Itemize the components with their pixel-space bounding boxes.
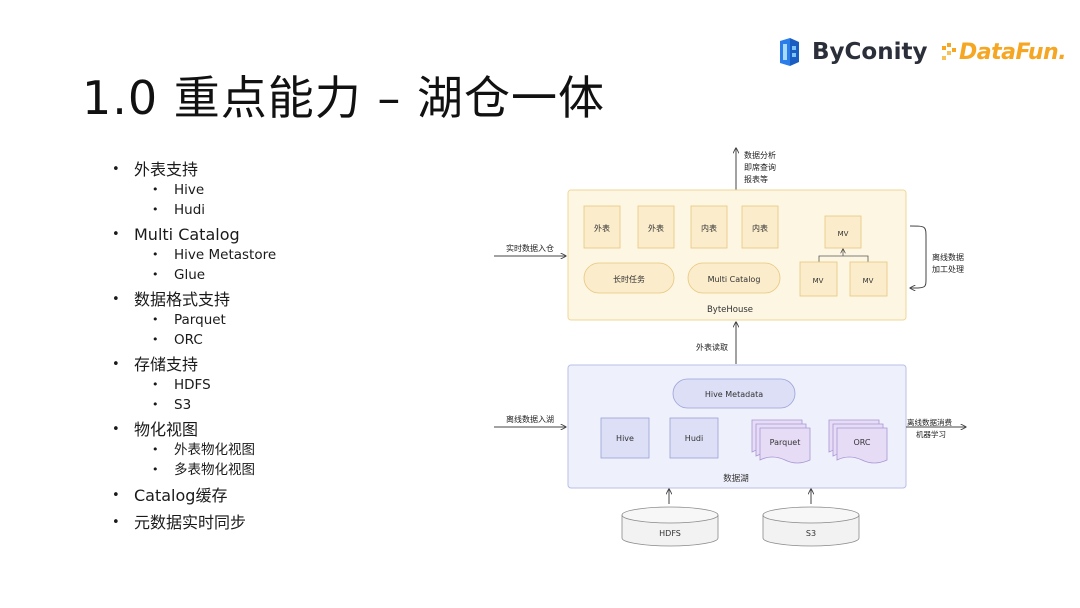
slide-title: 1.0 重点能力 – 湖仓一体 (82, 71, 606, 125)
bytehouse-table-box (690, 205, 728, 249)
bytehouse-table-label: 内表 (752, 223, 768, 233)
offline-consume-label-1: 离线数据消费 (907, 417, 952, 427)
hdfs-database-icon (621, 506, 719, 547)
bullet-item: 元数据实时同步 (112, 513, 276, 533)
sub-bullet-item: HDFS (112, 375, 276, 395)
offline-process-arrow (910, 225, 927, 288)
output-label-2: 即席查询 (744, 162, 776, 172)
bytehouse-pill-label: 长时任务 (613, 274, 645, 284)
offline-in-label: 离线数据入湖 (506, 414, 554, 424)
byconity-logo-icon (780, 38, 799, 66)
architecture-diagram-svg: 数据分析 即席查询 报表等 外表 外表 内表 内表 长时任务 Multi Cat… (494, 138, 976, 547)
hdfs-label: HDFS (659, 529, 681, 538)
read-label: 外表读取 (696, 342, 728, 352)
bullet-group: 数据格式支持 Parquet ORC (112, 290, 276, 350)
bullet-group: 存储支持 HDFS S3 (112, 355, 276, 415)
byconity-logo-text: ByConity (812, 39, 928, 65)
sub-bullet-item: 外表物化视图 (112, 440, 276, 460)
mv-box (799, 261, 838, 297)
bullet-item: 数据格式支持 (112, 290, 276, 310)
s3-database-icon (762, 506, 860, 547)
sub-bullet-item: 多表物化视图 (112, 460, 276, 480)
hive-metadata-pill (672, 378, 796, 409)
bullet-item: Catalog缓存 (112, 486, 276, 506)
bullet-group: 外表支持 Hive Hudi (112, 160, 276, 220)
bytehouse-table-label: 内表 (701, 223, 717, 233)
s3-label: S3 (806, 529, 816, 538)
offline-consume-label-2: 机器学习 (916, 429, 946, 439)
bullet-item: Multi Catalog (112, 225, 276, 245)
output-label-3: 报表等 (744, 174, 768, 184)
sub-bullet-item: Hive Metastore (112, 245, 276, 265)
bytehouse-table-box (637, 205, 675, 249)
feature-list: 外表支持 Hive Hudi Multi Catalog Hive Metast… (112, 160, 276, 533)
mv-label: MV (863, 277, 874, 285)
offline-process-label-2: 加工处理 (932, 264, 964, 274)
lake-name: 数据湖 (723, 473, 749, 484)
bullet-group: Catalog缓存 (112, 486, 276, 506)
bytehouse-table-box (583, 205, 621, 249)
lake-table-box (600, 417, 650, 459)
bytehouse-pill (687, 262, 781, 294)
mv-connector (818, 255, 869, 262)
bullet-item: 物化视图 (112, 420, 276, 440)
realtime-in-label: 实时数据入仓 (506, 243, 554, 253)
mv-box (824, 215, 862, 249)
sub-bullet-item: Parquet (112, 310, 276, 330)
hive-metadata-label: Hive Metadata (705, 390, 763, 399)
byconity-logo: ByConity (778, 38, 927, 66)
datafun-logo-icon (942, 42, 956, 60)
parquet-label: Parquet (770, 438, 801, 447)
parquet-document-icon (751, 419, 811, 464)
bytehouse-pill (583, 262, 675, 294)
bytehouse-table-label: 外表 (594, 223, 610, 233)
sub-bullet-item: Hudi (112, 200, 276, 220)
lake-table-box (669, 417, 719, 459)
mv-box (849, 261, 888, 297)
bullet-group: 元数据实时同步 (112, 513, 276, 533)
bytehouse-pill-label: Multi Catalog (708, 275, 761, 284)
offline-process-label-1: 离线数据 (932, 252, 964, 262)
sub-bullet-item: ORC (112, 330, 276, 350)
bytehouse-table-box (741, 205, 779, 249)
orc-label: ORC (853, 438, 870, 447)
bullet-item: 外表支持 (112, 160, 276, 180)
output-label-1: 数据分析 (744, 150, 776, 160)
bytehouse-table-label: 外表 (648, 223, 664, 233)
lake-table-label: Hudi (685, 434, 703, 443)
bullet-item: 存储支持 (112, 355, 276, 375)
bullet-group: Multi Catalog Hive Metastore Glue (112, 225, 276, 285)
datafun-logo: DataFun. (942, 40, 1067, 65)
sub-bullet-item: Glue (112, 265, 276, 285)
bytehouse-name: ByteHouse (707, 305, 753, 315)
mv-label: MV (813, 277, 824, 285)
mv-label: MV (838, 230, 849, 238)
lake-table-label: Hive (616, 434, 634, 443)
sub-bullet-item: S3 (112, 395, 276, 415)
orc-document-icon (828, 419, 888, 464)
bullet-group: 物化视图 外表物化视图 多表物化视图 (112, 420, 276, 480)
datafun-logo-text: DataFun. (959, 40, 1067, 65)
sub-bullet-item: Hive (112, 180, 276, 200)
architecture-diagram: 数据分析 即席查询 报表等 外表 外表 内表 内表 长时任务 Multi Cat… (486, 138, 976, 558)
